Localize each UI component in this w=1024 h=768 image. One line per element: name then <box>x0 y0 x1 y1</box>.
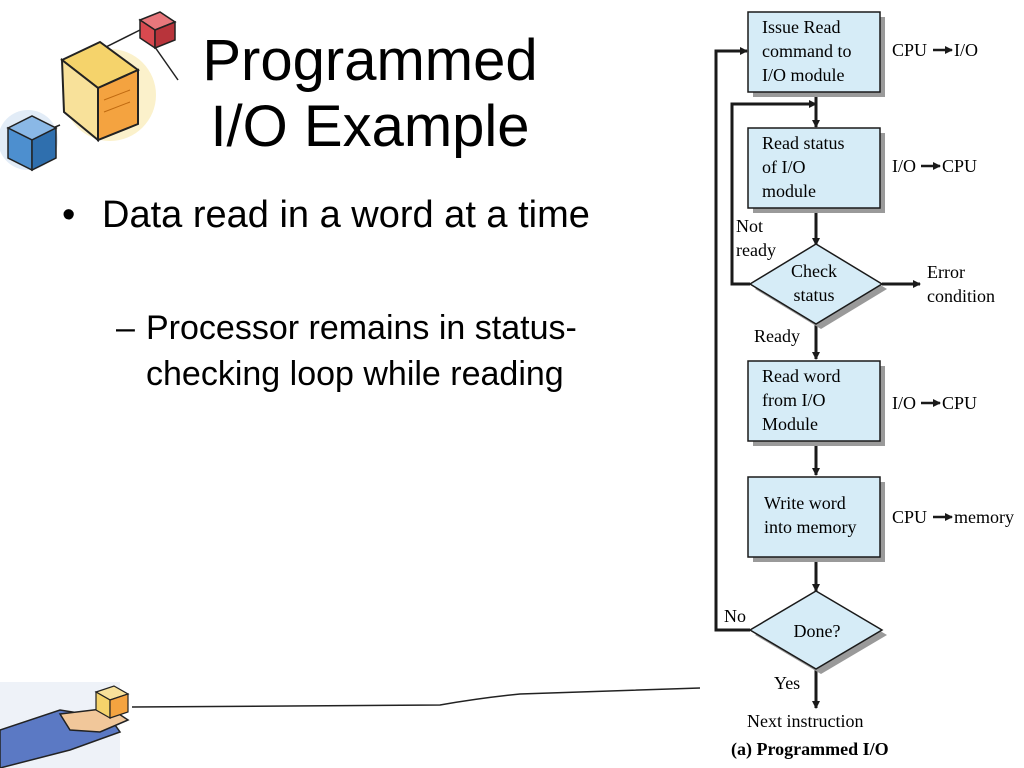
no-loop-line <box>714 47 750 632</box>
error-line-2: condition <box>927 286 995 306</box>
yes-label: Yes <box>774 673 800 693</box>
not-ready-loop-line <box>730 100 817 286</box>
check-line-2: status <box>793 285 834 305</box>
main-bullet-text: Data read in a word at a time <box>102 194 590 236</box>
check-status-diamond: Check status <box>748 243 887 329</box>
hand-holding-cube-clipart-icon <box>0 682 700 768</box>
transfer-label-3: I/O CPU <box>892 393 977 413</box>
transfer-1-from: CPU <box>892 40 927 60</box>
step-4-line-1: Write word <box>764 493 846 513</box>
ready-label: Ready <box>754 326 800 346</box>
no-label: No <box>724 606 746 626</box>
transfer-label-4: CPU memory <box>892 507 1014 527</box>
step-3-line-3: Module <box>762 414 818 434</box>
step-3-line-1: Read word <box>762 366 840 386</box>
step-read-word: Read word from I/O Module <box>747 360 885 446</box>
title-line-1: Programmed <box>202 28 538 93</box>
step-2-line-2: of I/O <box>762 157 806 177</box>
not-ready-line-2: ready <box>736 240 776 260</box>
bullet-symbol: • <box>62 194 76 236</box>
programmed-io-flowchart: Issue Read command to I/O module Read st… <box>714 11 1014 760</box>
step-4-line-2: into memory <box>764 517 857 537</box>
step-read-status: Read status of I/O module <box>747 127 885 213</box>
step-2-line-1: Read status <box>762 133 845 153</box>
sub-bullet-text: Processor remains in status-checking loo… <box>146 309 577 393</box>
transfer-4-to: memory <box>954 507 1014 527</box>
title-line-2: I/O Example <box>210 94 530 159</box>
step-2-line-3: module <box>762 181 816 201</box>
not-ready-line-1: Not <box>736 216 763 236</box>
step-write-word: Write word into memory <box>747 476 885 562</box>
transfer-2-to: CPU <box>942 156 977 176</box>
done-diamond: Done? <box>748 590 887 674</box>
step-3-line-2: from I/O <box>762 390 825 410</box>
done-label: Done? <box>794 621 841 641</box>
transfer-1-to: I/O <box>954 40 978 60</box>
transfer-2-from: I/O <box>892 156 916 176</box>
transfer-label-1: CPU I/O <box>892 40 978 60</box>
check-line-1: Check <box>791 261 837 281</box>
transfer-3-to: CPU <box>942 393 977 413</box>
slide-title: Programmed I/O Example <box>150 28 590 160</box>
error-line-1: Error <box>927 262 965 282</box>
transfer-3-from: I/O <box>892 393 916 413</box>
next-instruction-label: Next instruction <box>747 711 863 731</box>
flying-cubes-clipart-icon <box>0 11 179 172</box>
step-issue-read: Issue Read command to I/O module <box>747 11 885 97</box>
dash-symbol: – <box>116 309 135 347</box>
figure-caption: (a) Programmed I/O <box>731 739 889 760</box>
step-1-line-3: I/O module <box>762 65 845 85</box>
step-1-line-2: command to <box>762 41 851 61</box>
step-1-line-1: Issue Read <box>762 17 840 37</box>
transfer-label-2: I/O CPU <box>892 156 977 176</box>
transfer-4-from: CPU <box>892 507 927 527</box>
